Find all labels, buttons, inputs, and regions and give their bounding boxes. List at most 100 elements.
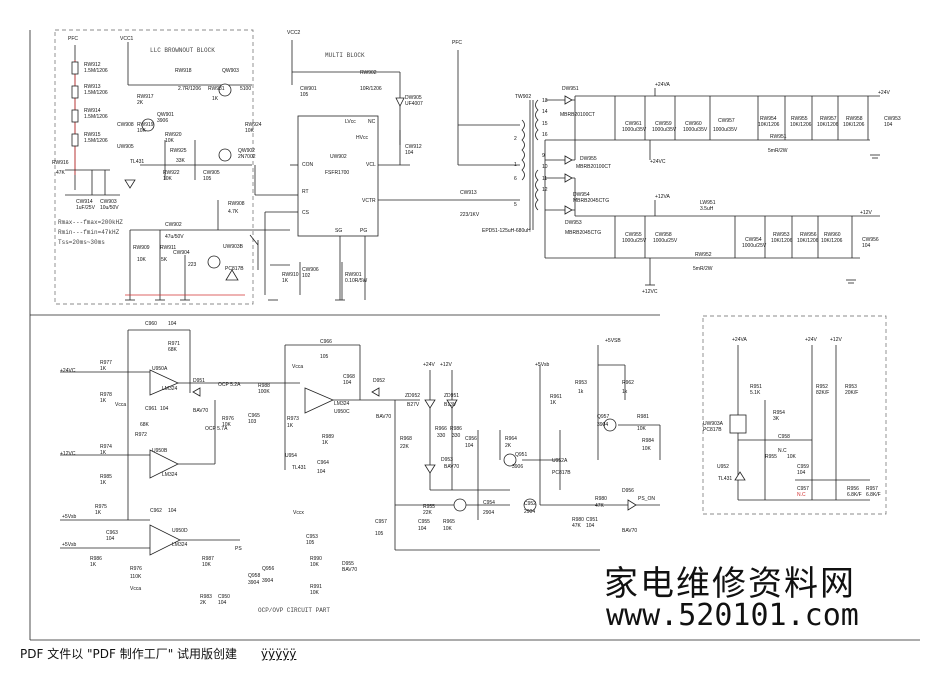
svg-text:6.8K/F: 6.8K/F (847, 492, 862, 498)
svg-text:R980: R980 (572, 517, 584, 523)
svg-text:3904: 3904 (248, 580, 259, 586)
svg-text:UW903A: UW903A (703, 421, 724, 427)
footer-link[interactable]: ÿÿÿÿÿ (260, 647, 297, 661)
svg-text:TL431: TL431 (718, 476, 732, 482)
svg-text:10u/50V: 10u/50V (100, 205, 119, 211)
svg-text:+24VC: +24VC (60, 368, 76, 374)
svg-text:1K: 1K (550, 400, 557, 406)
svg-text:VCC1: VCC1 (120, 36, 134, 42)
svg-text:UW902: UW902 (330, 154, 347, 160)
svg-text:+24VA: +24VA (732, 337, 747, 343)
svg-text:RW908: RW908 (228, 201, 245, 207)
svg-text:100K: 100K (258, 389, 270, 395)
svg-text:N.C: N.C (778, 448, 787, 454)
svg-text:R984: R984 (642, 438, 654, 444)
svg-text:10K/1206: 10K/1206 (790, 122, 812, 128)
svg-text:10K: 10K (137, 128, 147, 134)
svg-text:10K: 10K (163, 176, 173, 182)
svg-text:16: 16 (542, 132, 548, 138)
svg-text:C965: C965 (248, 413, 260, 419)
svg-text:10K: 10K (202, 562, 212, 568)
svg-text:10K: 10K (222, 422, 232, 428)
svg-text:104: 104 (405, 150, 414, 156)
svg-text:Q951: Q951 (515, 452, 527, 458)
svg-text:LM324: LM324 (162, 472, 178, 478)
svg-text:10K: 10K (310, 562, 320, 568)
svg-text:LM324: LM324 (334, 401, 350, 407)
note-rmax: Rmax---fmax=200kHZ (58, 219, 123, 226)
svg-text:RW922: RW922 (163, 170, 180, 176)
svg-text:+12V: +12V (830, 337, 842, 343)
svg-text:RW953: RW953 (773, 232, 790, 238)
svg-text:1.5M/1206: 1.5M/1206 (84, 68, 108, 74)
svg-text:RW960: RW960 (824, 232, 841, 238)
svg-text:U952A: U952A (552, 458, 568, 464)
svg-text:2K: 2K (505, 443, 512, 449)
svg-text:D956: D956 (622, 488, 634, 494)
svg-text:MBRB20100CT: MBRB20100CT (560, 112, 595, 118)
svg-text:1.5M/1206: 1.5M/1206 (84, 114, 108, 120)
svg-text:CW960: CW960 (685, 121, 702, 127)
svg-text:+5Vsb: +5Vsb (62, 542, 77, 548)
svg-text:5100: 5100 (240, 86, 251, 92)
svg-text:1k: 1k (578, 389, 584, 395)
svg-text:105: 105 (300, 92, 309, 98)
svg-text:1.5M/1206: 1.5M/1206 (84, 90, 108, 96)
svg-text:RW910: RW910 (282, 272, 299, 278)
svg-text:QW901: QW901 (157, 112, 174, 118)
svg-text:+24VA: +24VA (655, 82, 670, 88)
svg-text:VCTR: VCTR (362, 198, 376, 204)
footer-text: PDF 文件以 "PDF 制作工厂" 试用版创建 (20, 647, 238, 661)
svg-text:104: 104 (343, 380, 352, 386)
svg-text:RW901: RW901 (345, 272, 362, 278)
svg-text:3904: 3904 (262, 578, 273, 584)
svg-text:RW916: RW916 (52, 160, 69, 166)
svg-text:R974: R974 (100, 444, 112, 450)
svg-text:10R/1206: 10R/1206 (360, 86, 382, 92)
note-rmin: Rmin---fmin=47kHZ (58, 229, 120, 236)
svg-text:R973: R973 (287, 416, 299, 422)
svg-text:Vcca: Vcca (115, 402, 126, 408)
svg-text:10K: 10K (137, 257, 147, 263)
svg-text:3K: 3K (773, 416, 780, 422)
svg-text:1K: 1K (100, 450, 107, 456)
svg-text:RW925: RW925 (170, 148, 187, 154)
svg-text:CW906: CW906 (302, 267, 319, 273)
svg-text:D955: D955 (342, 561, 354, 567)
svg-text:2904: 2904 (483, 510, 494, 516)
svg-text:R976: R976 (130, 566, 142, 572)
ocp-ovp-block-border (702, 315, 887, 515)
svg-text:10K: 10K (443, 526, 453, 532)
svg-text:3906: 3906 (157, 118, 168, 124)
svg-text:1k: 1k (622, 389, 628, 395)
svg-text:Q958: Q958 (248, 573, 260, 579)
svg-text:R961: R961 (550, 394, 562, 400)
svg-text:B27V: B27V (407, 402, 420, 408)
svg-text:+12VC: +12VC (642, 289, 658, 295)
svg-text:223: 223 (188, 262, 197, 268)
svg-text:C951: C951 (586, 517, 598, 523)
svg-text:15: 15 (542, 121, 548, 127)
svg-text:2K: 2K (137, 100, 144, 106)
svg-text:Vcca: Vcca (292, 364, 303, 370)
svg-text:10K/1206: 10K/1206 (758, 122, 780, 128)
svg-text:104: 104 (168, 508, 177, 514)
svg-text:TL431: TL431 (130, 159, 144, 165)
svg-text:R964: R964 (505, 436, 517, 442)
svg-text:104: 104 (160, 406, 169, 412)
svg-text:RW952: RW952 (695, 252, 712, 258)
llc-brownout-title: LLC BROWNOUT BLOCK (150, 47, 215, 54)
svg-text:47K: 47K (595, 503, 605, 509)
svg-text:RW914: RW914 (84, 108, 101, 114)
svg-text:47u/50V: 47u/50V (165, 234, 184, 240)
svg-text:RW902: RW902 (360, 70, 377, 76)
svg-text:PC817B: PC817B (552, 470, 571, 476)
svg-text:QW903: QW903 (222, 68, 239, 74)
svg-text:68K: 68K (140, 422, 150, 428)
svg-text:DW954: DW954 (573, 192, 590, 198)
svg-text:LM324: LM324 (162, 386, 178, 392)
svg-text:5mR/2W: 5mR/2W (768, 148, 788, 154)
svg-text:R988: R988 (258, 383, 270, 389)
svg-text:R990: R990 (310, 556, 322, 562)
svg-text:10K: 10K (165, 138, 175, 144)
